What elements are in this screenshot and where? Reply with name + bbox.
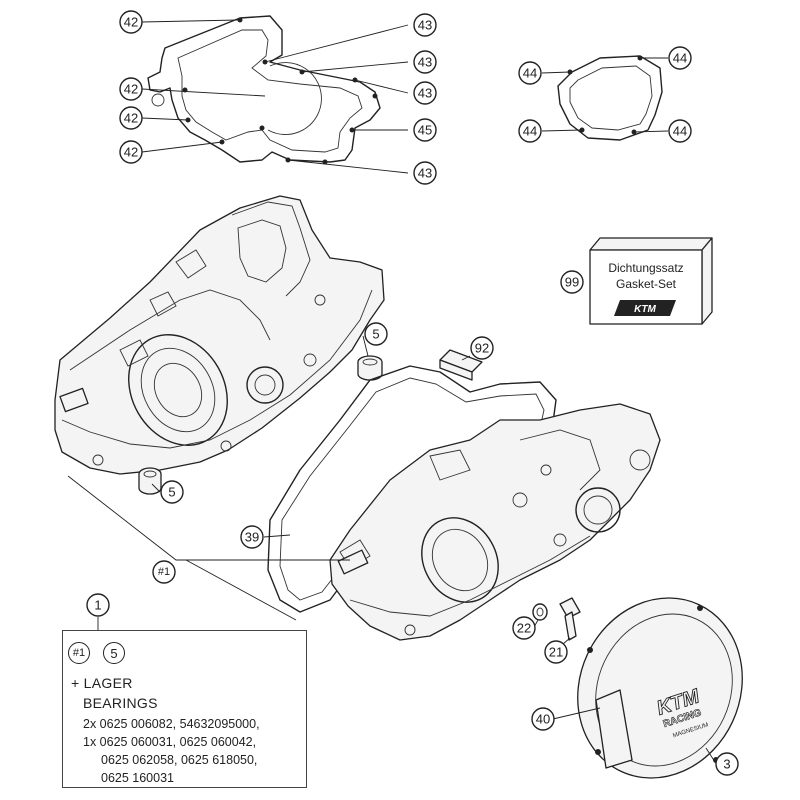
legend-ref-1: #1 xyxy=(68,642,90,664)
svg-text:22: 22 xyxy=(517,621,531,636)
callout-5b: 5 xyxy=(160,480,184,504)
left-crankcase-half xyxy=(54,195,385,475)
svg-text:5: 5 xyxy=(372,327,379,342)
callout-39: 39 xyxy=(240,525,264,549)
gasket-bolt-holes xyxy=(182,17,378,165)
callout-42a: 42 xyxy=(119,10,143,34)
oring-92 xyxy=(439,349,483,381)
svg-text:44: 44 xyxy=(673,124,687,139)
svg-text:42: 42 xyxy=(124,15,138,30)
ktm-logo: KTM xyxy=(614,300,676,316)
legend-line-4: 0625 160031 xyxy=(101,771,174,785)
callout-44b: 44 xyxy=(668,46,692,70)
svg-text:1: 1 xyxy=(94,598,101,613)
callout-44d: 44 xyxy=(668,119,692,143)
ktm-logo-text: KTM xyxy=(634,304,656,315)
svg-text:42: 42 xyxy=(124,145,138,160)
callout-21: 21 xyxy=(544,640,568,664)
callout-43d: 43 xyxy=(413,161,437,185)
legend-line-2: 1x 0625 060031, 0625 060042, xyxy=(83,735,257,749)
gasket-leaders xyxy=(141,19,409,174)
svg-text:99: 99 xyxy=(565,275,579,290)
callout-42d: 42 xyxy=(119,140,143,164)
callout-1: 1 xyxy=(86,593,110,617)
svg-text:#1: #1 xyxy=(158,566,170,578)
svg-text:92: 92 xyxy=(475,341,489,356)
svg-text:44: 44 xyxy=(673,51,687,66)
callout-22: 22 xyxy=(512,616,536,640)
svg-text:43: 43 xyxy=(418,166,432,181)
part-leaders xyxy=(67,335,716,763)
callout-40: 40 xyxy=(531,707,555,731)
callout-43a: 43 xyxy=(413,13,437,37)
gasket-kit-box: Dichtungssatz Gasket-Set KTM xyxy=(589,237,713,325)
svg-text:39: 39 xyxy=(245,530,259,545)
legend-subtitle: BEARINGS xyxy=(83,695,158,711)
callout-44c: 44 xyxy=(518,119,542,143)
callout-43c: 43 xyxy=(413,81,437,105)
callout-43b: 43 xyxy=(413,50,437,74)
svg-text:44: 44 xyxy=(523,66,537,81)
svg-text:42: 42 xyxy=(124,82,138,97)
callout-42c: 42 xyxy=(119,106,143,130)
callout-44a: 44 xyxy=(518,61,542,85)
callout-5a: 5 xyxy=(364,322,388,346)
svg-text:43: 43 xyxy=(418,18,432,33)
right-crankcase-half xyxy=(329,403,661,641)
legend-ref-5: 5 xyxy=(103,642,125,664)
callout-45: 45 xyxy=(413,118,437,142)
callout-42b: 42 xyxy=(119,77,143,101)
svg-text:44: 44 xyxy=(523,124,537,139)
callout-3: 3 xyxy=(715,752,739,776)
callout-1-ref: #1 xyxy=(152,560,176,584)
ignition-cover: KTM RACING MAGNESIUM xyxy=(577,597,743,779)
sealing-washer-22 xyxy=(532,603,548,621)
callout-92: 92 xyxy=(470,336,494,360)
ignition-cover-gasket xyxy=(541,55,669,141)
svg-text:40: 40 xyxy=(536,712,550,727)
bearing-lower xyxy=(138,467,162,495)
callout-99: 99 xyxy=(560,270,584,294)
legend-title: + LAGER xyxy=(71,675,133,691)
svg-text:45: 45 xyxy=(418,123,432,138)
svg-text:5: 5 xyxy=(168,485,175,500)
gasket-kit-label-line2: Gasket-Set xyxy=(616,277,677,291)
svg-text:21: 21 xyxy=(549,645,563,660)
drain-plug-21 xyxy=(559,597,581,641)
svg-text:3: 3 xyxy=(723,757,730,772)
svg-text:42: 42 xyxy=(124,111,138,126)
gasket-kit-label-line1: Dichtungssatz xyxy=(608,261,683,275)
svg-text:43: 43 xyxy=(418,86,432,101)
legend-line-3: 0625 062058, 0625 618050, xyxy=(101,753,258,767)
svg-text:43: 43 xyxy=(418,55,432,70)
bearings-legend-box: #1 5 + LAGER BEARINGS 2x 0625 006082, 54… xyxy=(62,630,307,788)
legend-line-1: 2x 0625 006082, 54632095000, xyxy=(83,717,260,731)
crankcase-gasket xyxy=(147,15,381,165)
